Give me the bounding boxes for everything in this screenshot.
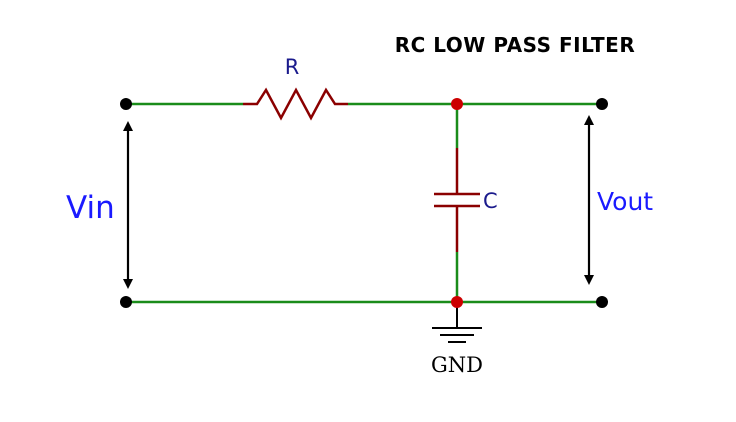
vin-label: Vin (66, 190, 115, 226)
vout-label: Vout (597, 187, 653, 216)
junction-top (451, 98, 463, 110)
terminal-in-top (120, 98, 132, 110)
resistor-label: R (285, 55, 300, 79)
terminal-in-bottom (120, 296, 132, 308)
capacitor-label: C (483, 189, 498, 213)
ground-symbol (432, 302, 482, 343)
terminal-out-bottom (596, 296, 608, 308)
resistor-symbol (243, 87, 348, 121)
ground-label: GND (431, 353, 483, 377)
junction-bottom (451, 296, 463, 308)
terminal-out-top (596, 98, 608, 110)
diagram-title: RC LOW PASS FILTER (395, 33, 636, 57)
